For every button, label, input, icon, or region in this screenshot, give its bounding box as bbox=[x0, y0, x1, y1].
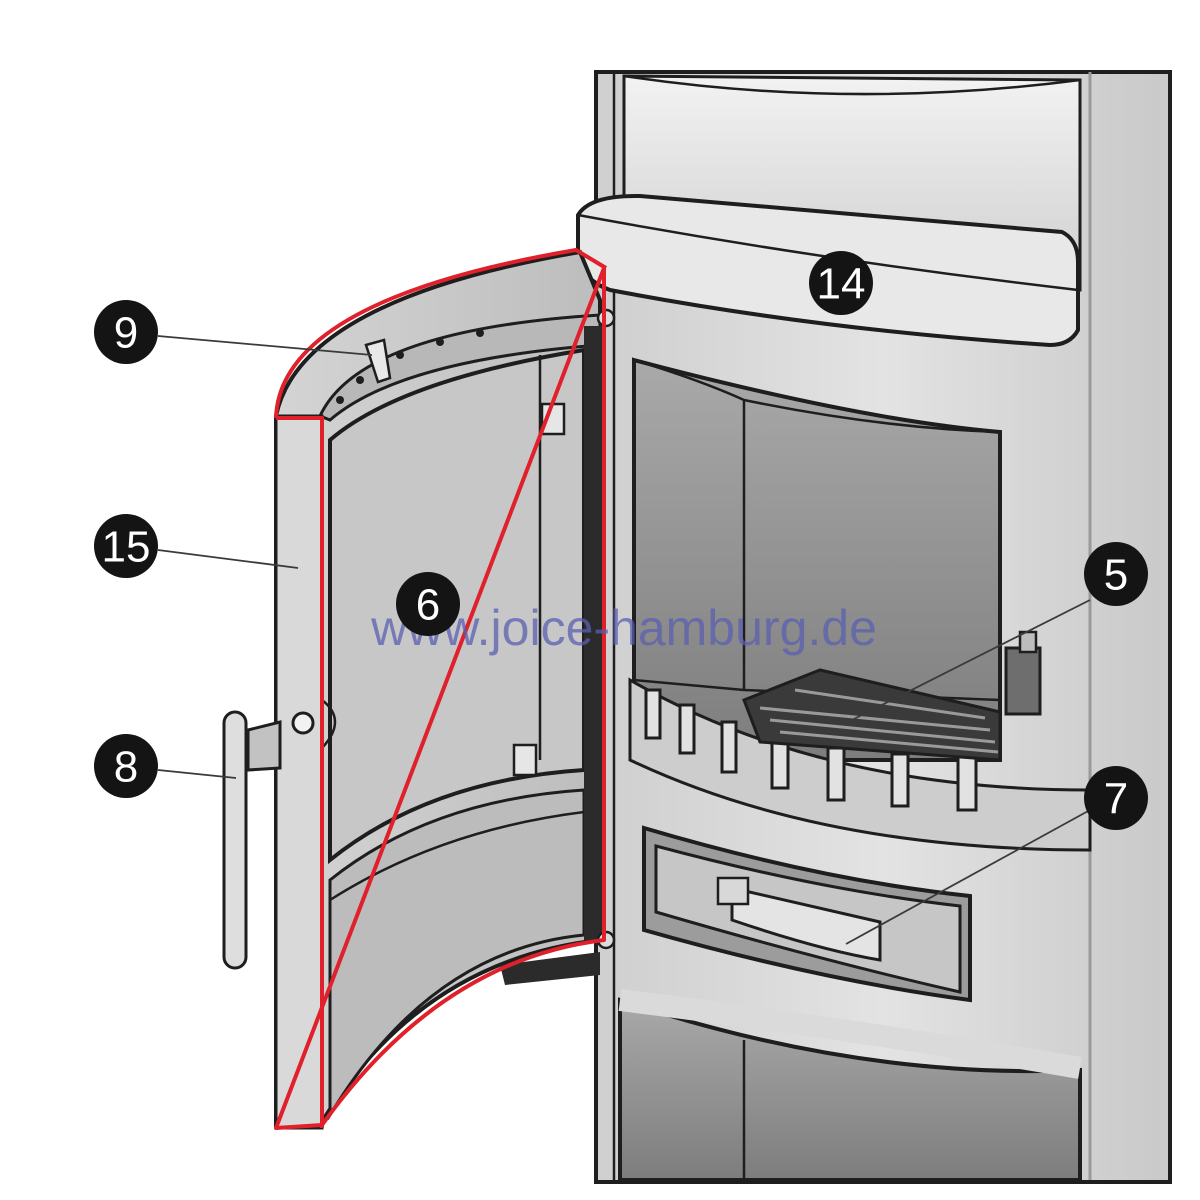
grate bbox=[742, 668, 1002, 762]
callout-5: 5 bbox=[1084, 542, 1148, 606]
callout-14-circle bbox=[809, 251, 873, 315]
air-lever bbox=[364, 338, 392, 384]
storage-compartment bbox=[618, 989, 1082, 1182]
callout-6: 6 bbox=[396, 572, 460, 636]
callout-9-circle bbox=[94, 300, 158, 364]
callout-8-label: 8 bbox=[114, 743, 138, 792]
callout-15-circle bbox=[94, 514, 158, 578]
callout-7-label: 7 bbox=[1104, 775, 1128, 824]
leader-5 bbox=[847, 599, 1091, 723]
callout-6-label: 6 bbox=[416, 581, 440, 630]
callout-5-label: 5 bbox=[1104, 551, 1128, 600]
callout-15: 15 bbox=[94, 514, 158, 578]
ash-pan bbox=[642, 825, 972, 1003]
callout-8: 8 bbox=[94, 734, 158, 798]
callout-6-circle bbox=[396, 572, 460, 636]
callout-7-circle bbox=[1084, 766, 1148, 830]
fire-chamber bbox=[632, 357, 1002, 762]
leader-15 bbox=[157, 549, 299, 569]
door-handle bbox=[222, 710, 282, 970]
leader-8 bbox=[157, 769, 237, 779]
leader-lines bbox=[157, 335, 1091, 945]
callout-9-label: 9 bbox=[114, 309, 138, 358]
door-highlight-outline bbox=[274, 248, 608, 1130]
callout-5-circle bbox=[1084, 542, 1148, 606]
callout-14: 14 bbox=[809, 251, 873, 315]
callout-7: 7 bbox=[1084, 766, 1148, 830]
callout-8-circle bbox=[94, 734, 158, 798]
leader-9 bbox=[157, 335, 373, 356]
callout-15-label: 15 bbox=[102, 523, 151, 572]
callout-9: 9 bbox=[94, 300, 158, 364]
leader-7 bbox=[845, 809, 1091, 945]
air-slider bbox=[1004, 630, 1042, 716]
callout-14-label: 14 bbox=[817, 260, 866, 309]
